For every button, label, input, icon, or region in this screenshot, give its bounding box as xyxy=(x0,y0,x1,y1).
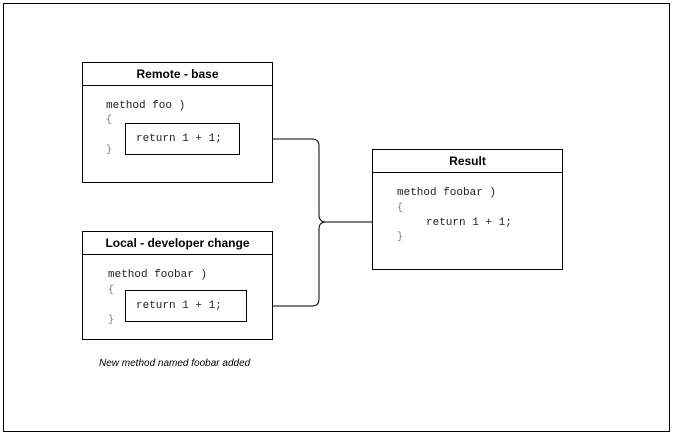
remote-close-brace: } xyxy=(106,145,113,156)
local-change-box: Local - developer change method foobar )… xyxy=(82,231,273,340)
remote-open-brace: { xyxy=(106,115,113,126)
result-box: Result method foobar ) { return 1 + 1; } xyxy=(372,149,563,270)
local-change-caption: New method named foobar added xyxy=(99,358,251,369)
local-body-code: return 1 + 1; xyxy=(136,300,222,312)
local-method-signature: method foobar ) xyxy=(108,269,208,281)
local-change-title: Local - developer change xyxy=(83,232,272,255)
local-body-box: return 1 + 1; xyxy=(125,290,247,322)
remote-body-code: return 1 + 1; xyxy=(136,133,222,145)
result-open-brace: { xyxy=(397,203,404,214)
diagram-frame xyxy=(3,3,670,432)
result-body-code: return 1 + 1; xyxy=(426,217,512,229)
remote-body-box: return 1 + 1; xyxy=(125,123,240,155)
remote-method-signature: method foo ) xyxy=(106,100,186,112)
local-close-brace: } xyxy=(108,315,115,326)
result-close-brace: } xyxy=(397,232,404,243)
local-open-brace: { xyxy=(108,285,115,296)
result-title: Result xyxy=(373,150,562,173)
remote-base-box: Remote - base method foo ) { } return 1 … xyxy=(82,62,273,183)
local-to-result-connector xyxy=(246,218,393,307)
result-method-signature: method foobar ) xyxy=(397,187,497,199)
remote-to-result-connector xyxy=(239,138,386,223)
remote-base-title: Remote - base xyxy=(83,63,272,86)
